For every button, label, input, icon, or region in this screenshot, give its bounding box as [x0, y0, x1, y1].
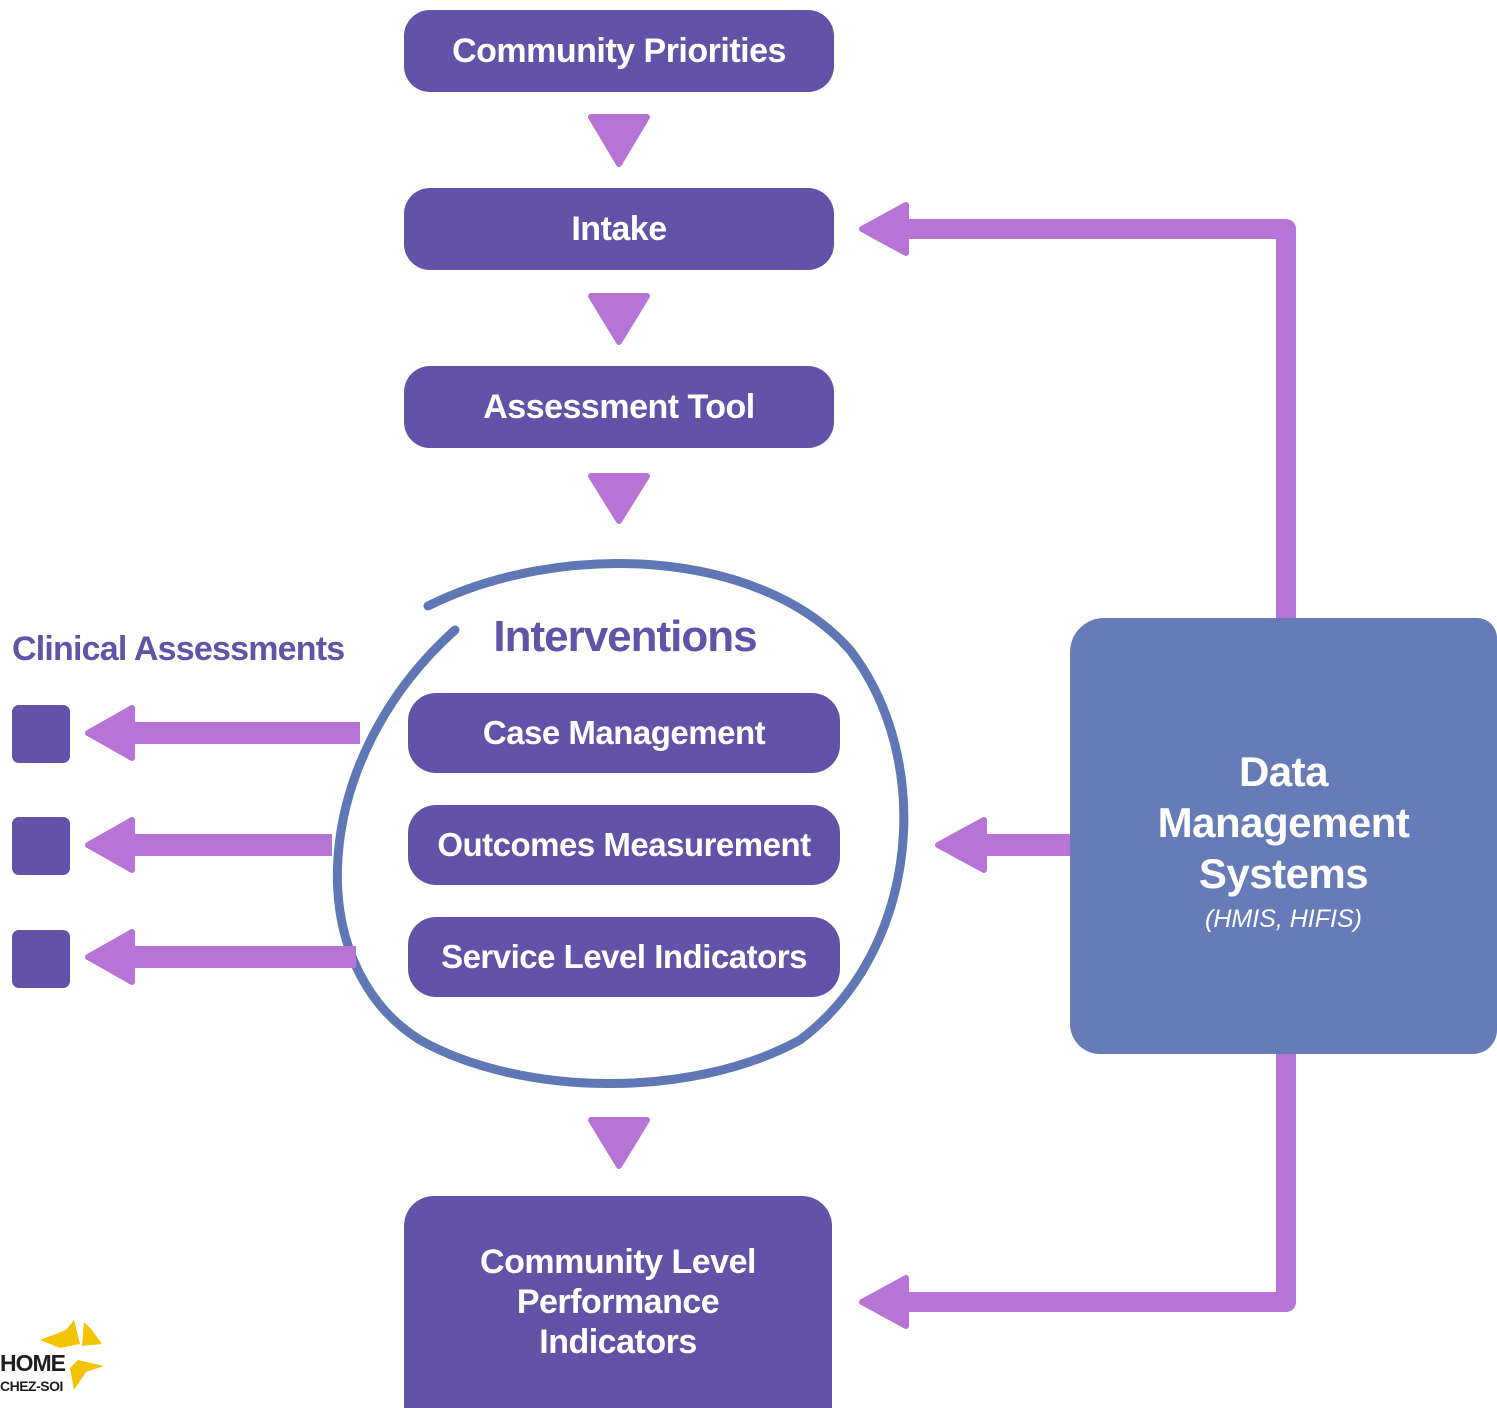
feedback-line-community-level [890, 1050, 1296, 1312]
community-priorities-box: Community Priorities [404, 10, 834, 92]
data-management-line3: Systems [1198, 850, 1369, 897]
clinical-assessment-square-1 [12, 705, 70, 763]
down-arrow-2 [588, 293, 650, 345]
clinical-assessments-label: Clinical Assessments [12, 630, 345, 668]
assessment-tool-label: Assessment Tool [483, 387, 755, 426]
data-management-line2: Management [1157, 799, 1410, 846]
clinical-assessment-square-2 [12, 817, 70, 875]
community-level-line2: Performance [516, 1283, 720, 1321]
community-level-line1: Community Level [480, 1243, 756, 1281]
intake-label: Intake [571, 209, 667, 248]
service-level-indicators-box: Service Level Indicators [408, 917, 840, 997]
down-arrow-1 [588, 114, 650, 167]
community-level-line3: Indicators [539, 1323, 697, 1361]
left-arrow-interventions [935, 817, 987, 873]
down-arrow-4 [588, 1117, 650, 1169]
case-management-box: Case Management [408, 693, 840, 773]
clinical-arrow-head-2 [85, 817, 135, 873]
community-priorities-label: Community Priorities [452, 31, 786, 70]
assessment-tool-box: Assessment Tool [404, 366, 834, 448]
down-arrow-3 [588, 473, 650, 524]
left-arrow-intake [859, 202, 909, 256]
outcomes-measurement-label: Outcomes Measurement [437, 826, 811, 863]
interventions-circle [332, 559, 909, 1088]
service-level-indicators-label: Service Level Indicators [441, 938, 807, 975]
intake-box: Intake [404, 188, 834, 270]
data-management-box: Data Management Systems (HMIS, HIFIS) [1070, 618, 1497, 1054]
outcomes-measurement-box: Outcomes Measurement [408, 805, 840, 885]
logo-line2: CHEZ-SOI [0, 1378, 63, 1394]
home-chez-soi-logo: HOME CHEZ-SOI [0, 1350, 66, 1394]
community-level-box: Community Level Performance Indicators [404, 1196, 832, 1408]
logo-line1: HOME [0, 1350, 66, 1376]
interventions-title: Interventions [493, 612, 757, 661]
feedback-line-intake [890, 219, 1296, 620]
clinical-arrow-head-1 [85, 705, 135, 761]
case-management-label: Case Management [482, 714, 766, 751]
plus-logo-icon [40, 1320, 104, 1390]
data-management-line1: Data [1238, 748, 1329, 795]
clinical-assessment-square-3 [12, 930, 70, 988]
clinical-arrow-head-3 [85, 929, 135, 985]
data-management-subtitle: (HMIS, HIFIS) [1205, 905, 1362, 933]
left-arrow-community-level [859, 1275, 909, 1329]
